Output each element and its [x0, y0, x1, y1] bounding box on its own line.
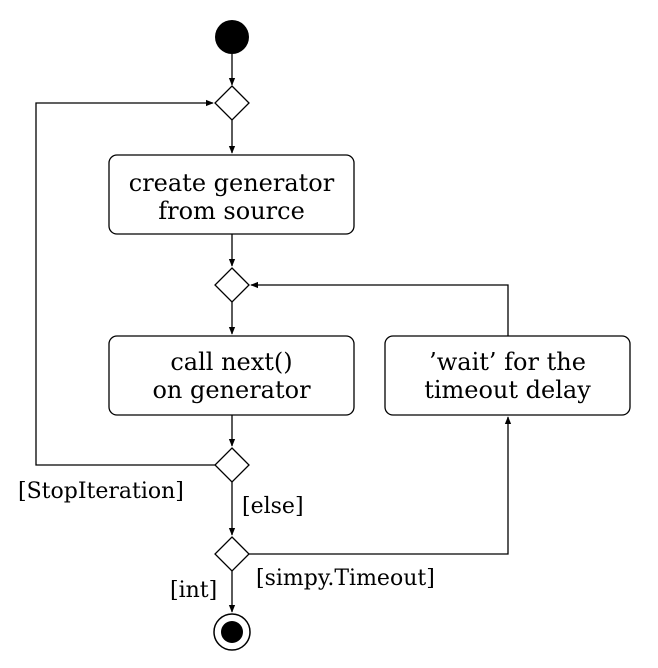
merge-node-top [214, 85, 250, 121]
call-next-line1: call next() [170, 348, 292, 376]
final-node [213, 613, 251, 651]
wait-timeout-action: ’wait’ for the timeout delay [384, 335, 631, 416]
wait-timeout-line2: timeout delay [424, 376, 591, 404]
create-generator-action: create generator from source [108, 154, 355, 235]
guard-simpy-timeout: [simpy.Timeout] [256, 566, 435, 591]
edge-stopiteration-loop [35, 99, 215, 466]
decision-node-yield-type [214, 536, 250, 572]
create-generator-line1: create generator [129, 169, 335, 197]
merge-node-middle [214, 267, 250, 303]
guard-stopiteration: [StopIteration] [18, 479, 184, 504]
guard-else: [else] [242, 494, 304, 519]
call-next-action: call next() on generator [108, 335, 355, 416]
decision-node-iteration [214, 447, 250, 483]
edge-timeout-to-wait [249, 416, 512, 555]
call-next-line2: on generator [152, 376, 311, 404]
guard-int: [int] [170, 578, 217, 603]
create-generator-line2: from source [158, 197, 305, 225]
initial-node [215, 20, 249, 54]
wait-timeout-line1: ’wait’ for the [429, 348, 586, 376]
edge-wait-to-merge2 [250, 281, 509, 336]
